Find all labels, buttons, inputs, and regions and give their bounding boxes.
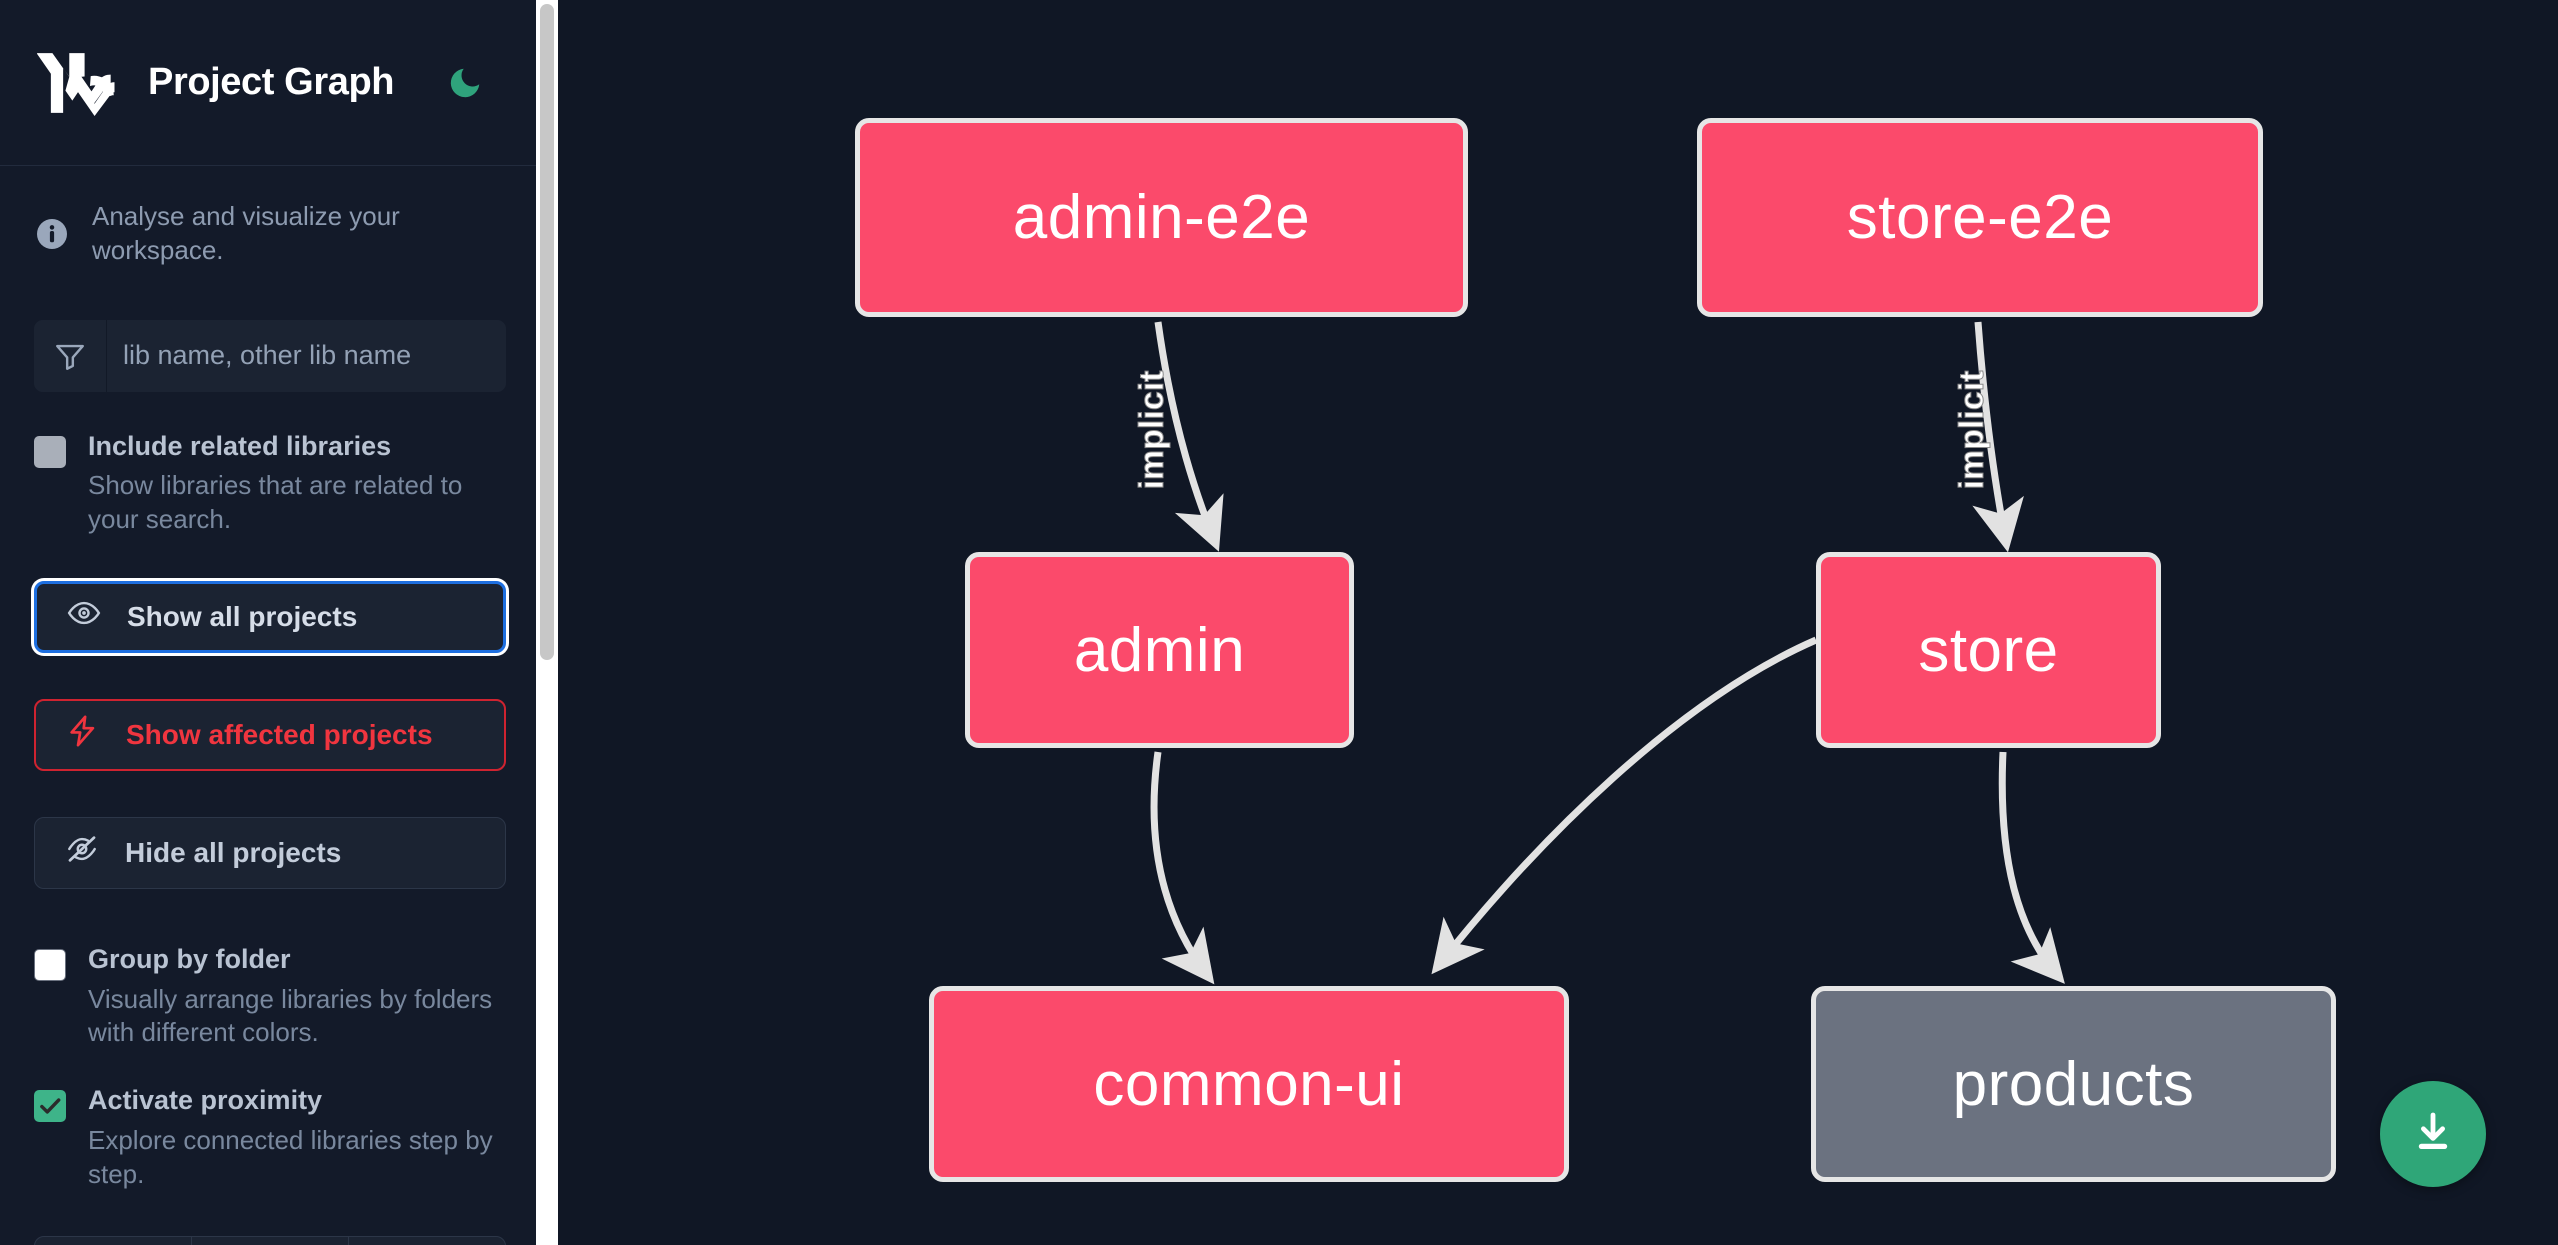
activate-proximity-label: Activate proximity (88, 1085, 323, 1116)
sidebar: Project Graph Analyse and visualize yo (0, 0, 558, 1245)
eye-icon (67, 596, 101, 637)
sidebar-content: Project Graph Analyse and visualize yo (0, 0, 540, 1245)
group-by-folder-checkbox[interactable] (34, 948, 66, 981)
svg-text:implicit: implicit (1133, 370, 1171, 489)
download-image-button[interactable] (2380, 1081, 2486, 1187)
hide-all-projects-button[interactable]: Hide all projects (34, 816, 506, 889)
activate-proximity-checkbox[interactable] (34, 1090, 66, 1123)
filter-icon (34, 319, 107, 392)
graph-node-admin[interactable]: admin (965, 552, 1354, 748)
graph-node-label: admin-e2e (1012, 183, 1311, 252)
show-affected-projects-label: Show affected projects (126, 718, 433, 750)
graph-node-label: store (1918, 615, 2059, 685)
option-activate-proximity: Activate proximity Explore connected lib… (0, 1084, 540, 1191)
hide-all-projects-label: Hide all projects (125, 836, 342, 868)
option-include-related-libraries: Include related libraries Show libraries… (0, 430, 540, 537)
graph-node-label: products (1952, 1049, 2195, 1119)
graph-node-products[interactable]: products (1811, 986, 2336, 1182)
graph-node-label: admin (1073, 615, 1246, 685)
info-circle-icon (34, 216, 70, 252)
graph-node-label: store-e2e (1846, 183, 2114, 252)
show-affected-projects-button[interactable]: Show affected projects (34, 698, 506, 771)
graph-node-label: common-ui (1093, 1049, 1405, 1119)
workspace-info-text: Analyse and visualize your workspace. (92, 201, 400, 265)
show-all-projects-label: Show all projects (127, 600, 358, 632)
include-related-libraries-description: Show libraries that are related to your … (88, 470, 463, 535)
bolt-icon (66, 714, 100, 755)
eye-off-icon (65, 832, 99, 873)
moon-icon[interactable] (442, 60, 488, 106)
graph-node-common-ui[interactable]: common-ui (929, 986, 1569, 1182)
svg-text:implicit: implicit (1953, 370, 1991, 489)
graph-node-store[interactable]: store (1816, 552, 2161, 748)
segment-option-2[interactable] (192, 1236, 349, 1245)
sidebar-header: Project Graph (0, 0, 540, 166)
proximity-step-segmented-control (34, 1235, 506, 1245)
nx-logo-icon (34, 50, 126, 116)
include-related-libraries-checkbox[interactable] (34, 435, 66, 468)
download-icon (2409, 1108, 2457, 1161)
option-group-by-folder: Group by folder Visually arrange librari… (0, 943, 540, 1050)
sidebar-scrollbar-thumb[interactable] (540, 4, 554, 660)
project-graph-canvas[interactable]: implicit implicit admin-e2e store-e2e ad… (558, 0, 2558, 1245)
show-all-projects-button[interactable]: Show all projects (34, 580, 506, 653)
group-by-folder-description: Visually arrange libraries by folders wi… (88, 983, 493, 1048)
page-title: Project Graph (148, 61, 395, 103)
graph-node-admin-e2e[interactable]: admin-e2e (855, 118, 1468, 317)
sidebar-scrollbar-track[interactable] (536, 0, 558, 1245)
activate-proximity-description: Explore connected libraries step by step… (88, 1125, 493, 1189)
include-related-libraries-label: Include related libraries (88, 430, 392, 461)
segment-option-3[interactable] (349, 1237, 505, 1245)
search-bar (34, 319, 506, 392)
group-by-folder-label: Group by folder (88, 943, 291, 974)
graph-node-store-e2e[interactable]: store-e2e (1697, 118, 2263, 317)
graph-edges: implicit implicit (1133, 321, 2065, 985)
segment-option-1[interactable] (35, 1236, 192, 1245)
search-input[interactable] (107, 319, 506, 392)
workspace-info: Analyse and visualize your workspace. (0, 166, 540, 268)
